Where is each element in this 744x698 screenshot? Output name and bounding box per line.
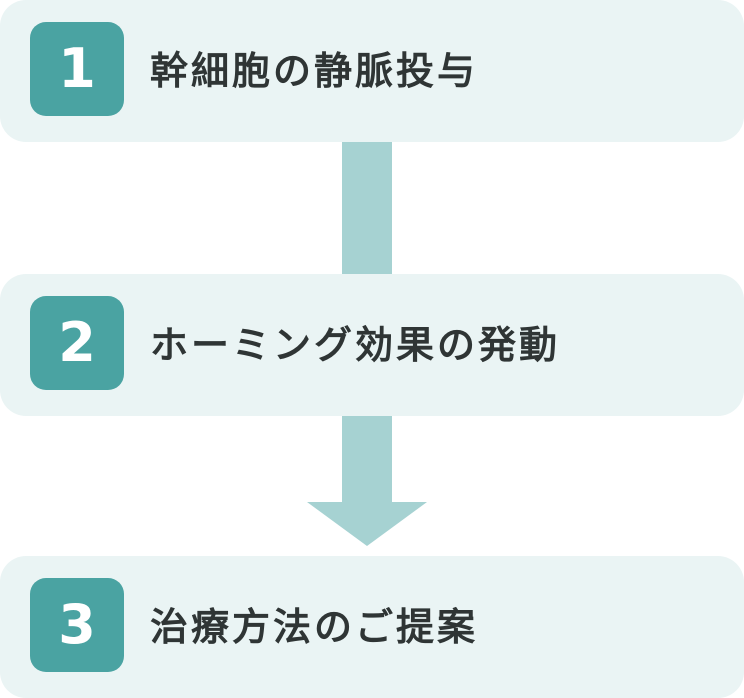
connector-line	[342, 416, 392, 504]
step-label: 治療方法のご提案	[150, 605, 479, 649]
step-card-1: 1 幹細胞の静脈投与	[0, 0, 744, 142]
step-card-2: 2 ホーミング効果の発動	[0, 274, 744, 416]
step-number-badge: 3	[30, 578, 124, 672]
step-number-badge: 1	[30, 22, 124, 116]
step-label: 幹細胞の静脈投与	[150, 49, 479, 93]
connector-line	[342, 142, 392, 274]
step-label: ホーミング効果の発動	[150, 323, 561, 367]
arrow-down-icon	[307, 502, 427, 546]
step-number-badge: 2	[30, 296, 124, 390]
step-card-3: 3 治療方法のご提案	[0, 556, 744, 698]
